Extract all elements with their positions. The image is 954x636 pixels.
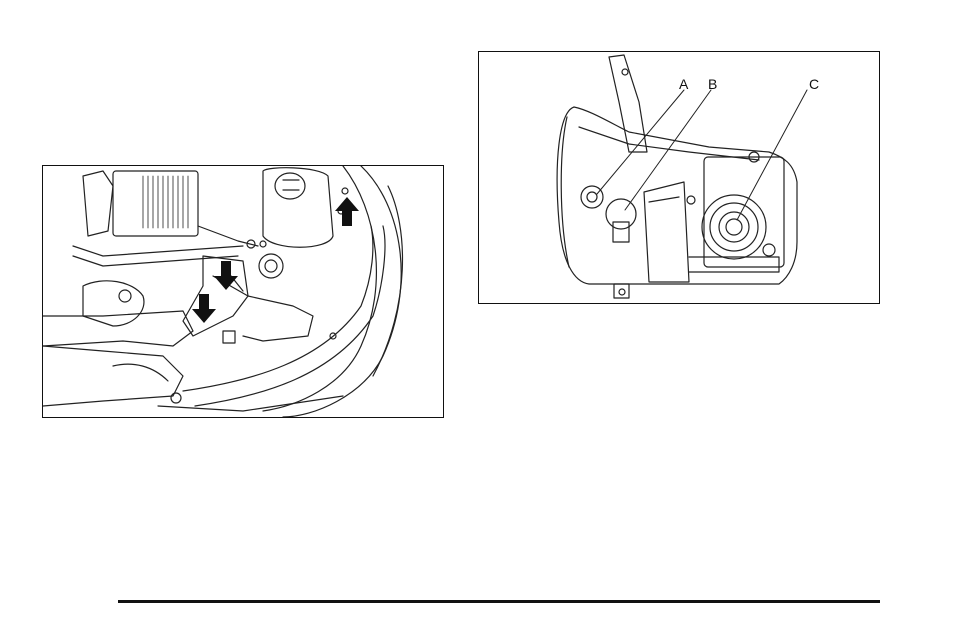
headlamp-removal-figure xyxy=(42,165,444,418)
headlamp-removal-illustration xyxy=(43,166,443,417)
headlamp-bulb-figure: A B C xyxy=(478,51,880,304)
page-bottom-rule xyxy=(118,600,880,603)
callout-a-label: A xyxy=(679,77,688,91)
arrow-marks xyxy=(192,197,359,323)
callout-b-label: B xyxy=(708,77,717,91)
callout-c-label: C xyxy=(809,77,819,91)
